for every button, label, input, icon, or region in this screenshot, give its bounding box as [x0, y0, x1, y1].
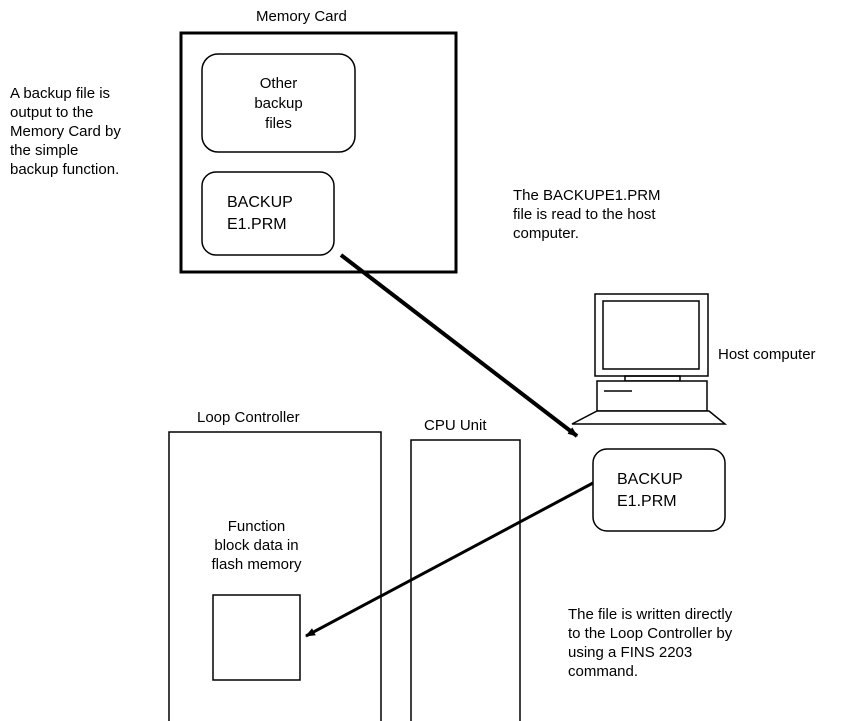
other-backup-files-box: [201, 53, 356, 153]
host-computer-label: Host computer: [718, 346, 816, 363]
host-backup-file-line-2: E1.PRM: [617, 493, 677, 510]
backup-output-note: A backup file is output to the Memory Ca…: [10, 84, 121, 179]
backup-output-note-line-3: Memory Card by: [10, 123, 121, 140]
written-directly-note: The file is written directly to the Loop…: [568, 605, 732, 681]
backup-output-note-line-5: backup function.: [10, 161, 120, 178]
function-block-line-3: flash memory: [211, 556, 302, 573]
memory-card-box: [179, 31, 458, 274]
loop-controller-box: [168, 431, 382, 721]
read-to-host-note-line-2: file is read to the host: [513, 206, 656, 223]
read-to-host-note-line-1: The BACKUPE1.PRM: [513, 187, 661, 204]
written-directly-note-line-2: to the Loop Controller by: [568, 625, 733, 642]
other-backup-files-line-3: files: [265, 115, 292, 132]
function-block-square: [212, 594, 301, 681]
written-directly-note-line-1: The file is written directly: [568, 606, 733, 623]
written-directly-note-line-4: command.: [568, 663, 639, 680]
read-to-host-note: The BACKUPE1.PRM file is read to the hos…: [513, 186, 661, 243]
host-backup-file-label: BACKUP E1.PRM: [617, 469, 683, 513]
other-backup-files-line-1: Other: [259, 75, 298, 92]
write-to-loop-controller-arrow: [305, 481, 594, 638]
backup-output-note-line-1: A backup file is: [10, 85, 111, 102]
function-block-line-2: block data in: [214, 537, 299, 554]
host-computer-icon: [571, 293, 728, 425]
host-backup-file-box: [592, 448, 726, 532]
host-backup-file-line-1: BACKUP: [617, 471, 683, 488]
memory-card-backup-file-line-1: BACKUP: [227, 194, 293, 211]
read-to-host-note-line-3: computer.: [513, 225, 579, 242]
memory-card-backup-file-label: BACKUP E1.PRM: [227, 192, 293, 236]
loop-controller-title: Loop Controller: [197, 409, 300, 426]
function-block-label: Function block data in flash memory: [190, 517, 323, 574]
cpu-unit-title: CPU Unit: [424, 417, 487, 434]
memory-card-backup-file-box: [201, 171, 335, 256]
written-directly-note-line-3: using a FINS 2203: [568, 644, 693, 661]
backup-output-note-line-2: output to the: [10, 104, 94, 121]
cpu-unit-box: [410, 439, 521, 721]
backup-output-note-line-4: the simple: [10, 142, 79, 159]
read-to-host-arrow: [339, 253, 579, 438]
other-backup-files-line-2: backup: [254, 95, 303, 112]
memory-card-title: Memory Card: [256, 8, 347, 25]
other-backup-files-label: Other backup files: [205, 74, 352, 134]
memory-card-backup-file-line-2: E1.PRM: [227, 216, 287, 233]
function-block-line-1: Function: [227, 518, 286, 535]
